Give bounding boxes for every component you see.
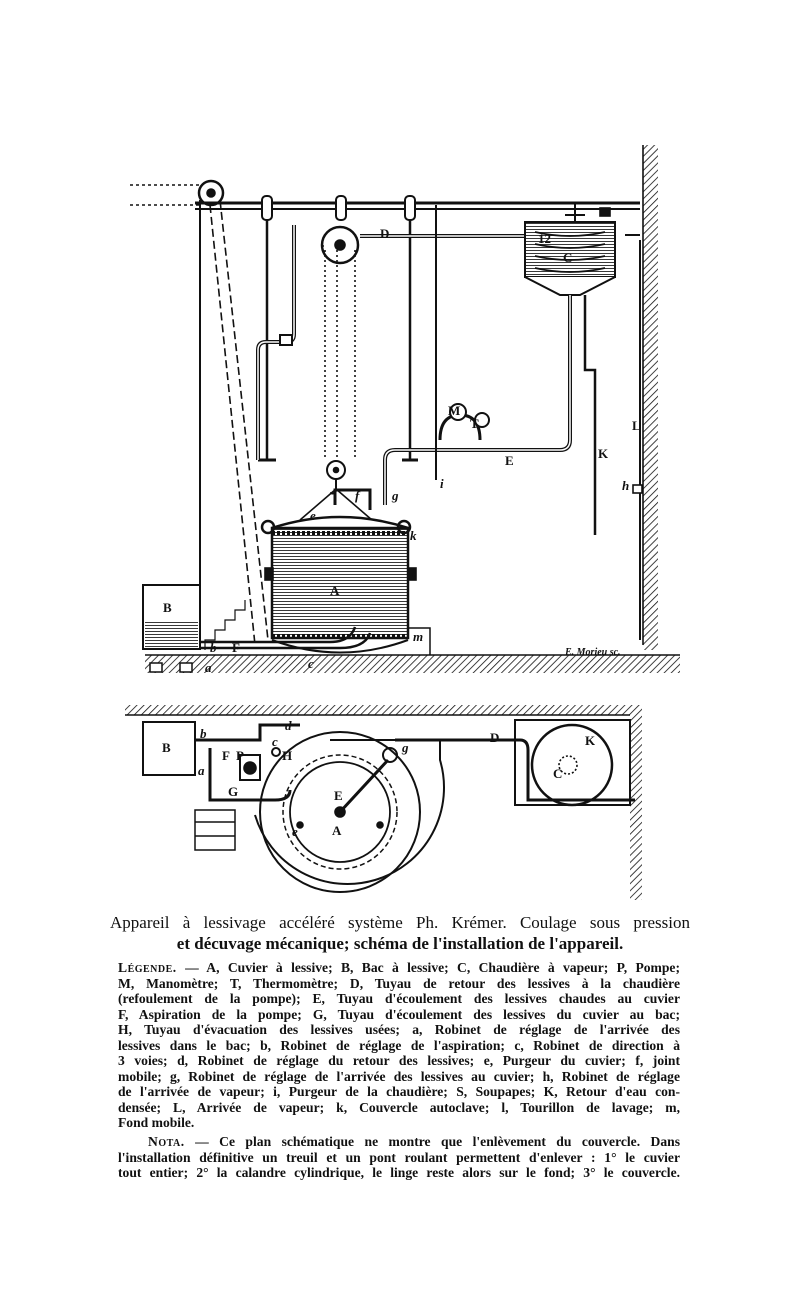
diagram-label: B [162, 740, 171, 755]
diagram-label: l [412, 565, 416, 580]
nota-line: tout entier; 2° la calandre cylindrique,… [118, 1165, 680, 1180]
caption-line-1: Appareil à lessivage accéléré système Ph… [110, 913, 690, 932]
diagram-label: b [200, 726, 207, 741]
legend: Légende. — A, Cuvier à lessive; B, Bac à… [118, 960, 680, 1131]
diagram-label: E [505, 453, 514, 468]
diagram-label: e [310, 508, 316, 523]
diagram-label: E [334, 788, 343, 803]
diagram-label: a [198, 763, 205, 778]
nota-line: — Ce plan schématique ne montre que l'en… [195, 1134, 680, 1149]
diagram-label: M [448, 403, 460, 418]
legend-line: — A, Cuvier à lessive; B, Bac à lessive;… [185, 960, 680, 975]
diagram-label: K [598, 446, 609, 461]
diagram-label: m [413, 629, 423, 644]
nota-lead: Nota. [148, 1134, 185, 1149]
diagram-label: L [632, 418, 641, 433]
diagram-label: F [232, 640, 240, 655]
diagram-label: P [236, 748, 244, 763]
engraver-signature: E. Morieu sc. [564, 647, 621, 658]
diagram-label: 12 [538, 231, 551, 246]
elevation-view [130, 145, 680, 673]
diagram-label: g [391, 488, 399, 503]
legend-line: mobile; g, Robinet de réglage de l'arriv… [118, 1068, 680, 1084]
nota: Nota. — Ce plan schématique ne montre qu… [118, 1134, 680, 1181]
diagram-label: A [330, 583, 340, 598]
legend-line: Fond mobile. [118, 1115, 195, 1130]
caption-line-2: et décuvage mécanique; schéma de l'insta… [176, 934, 624, 953]
diagram-label: k [410, 528, 417, 543]
diagram-label: H [282, 748, 292, 763]
figure-caption: Appareil à lessivage accéléré système Ph… [110, 912, 690, 954]
nota-line: l'installation définitive un treuil et u… [118, 1149, 680, 1165]
diagram-label: B [163, 600, 172, 615]
legend-line: de l'arrivée de vapeur; i, Purgeur de la… [118, 1084, 680, 1099]
diagram-label: A [332, 823, 342, 838]
diagram-label: C [563, 250, 572, 265]
diagram-label: c [272, 734, 278, 749]
legend-line: M, Manomètre; T, Thermomètre; D, Tuyau d… [118, 975, 680, 991]
diagram-label: T [470, 416, 479, 431]
diagram-label: F [222, 748, 230, 763]
plan-view [125, 705, 642, 900]
diagram-label: g [401, 740, 409, 755]
legend-line: densée; L, Arrivée de vapeur; k, Couverc… [118, 1099, 680, 1115]
legend-line: H, Tuyau d'évacuation des lessives usées… [118, 1022, 680, 1037]
diagram-label: D [490, 730, 499, 745]
diagram-label: f [355, 488, 361, 503]
diagram-label: e [292, 824, 298, 839]
diagram-label: D [380, 226, 389, 241]
legend-line: lessives dans le bac; b, Robinet de régl… [118, 1037, 680, 1053]
diagram-label: d [285, 718, 292, 733]
legend-line: (refoulement de la pompe); E, Tuyau d'éc… [118, 991, 680, 1006]
legend-lead: Légende. [118, 960, 177, 975]
diagram-label: i [440, 476, 444, 491]
legend-line: F, Aspiration de la pompe; G, Tuyau d'éc… [118, 1006, 680, 1022]
diagram-label: h [622, 478, 629, 493]
diagram-label: a [205, 660, 212, 675]
diagram-label: G [228, 784, 238, 799]
diagram-label: C [553, 766, 562, 781]
diagram-label: b [210, 640, 217, 655]
diagram-label: c [308, 656, 314, 671]
diagram-label: K [585, 733, 596, 748]
legend-line: 3 voies; d, Robinet de réglage du retour… [118, 1053, 680, 1068]
